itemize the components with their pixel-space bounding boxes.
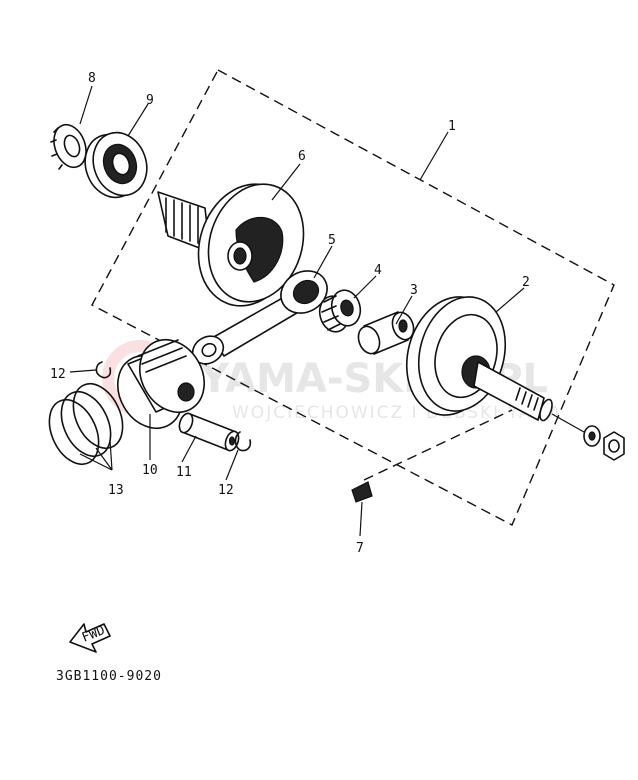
- part-6-crank-left: [157, 183, 305, 307]
- part-number-labels: 1 2 3 4 5 6 7 8 9 10 11 12 12 13: [50, 71, 530, 556]
- part-8-nut: [50, 123, 87, 170]
- part-4-needle-bearing: [318, 289, 362, 333]
- label-part-10: 10: [142, 463, 158, 478]
- label-part-2: 2: [522, 275, 530, 290]
- label-part-13: 13: [108, 483, 124, 498]
- crankshaft-assembly-boundary: [91, 69, 615, 526]
- label-part-11: 11: [176, 465, 192, 480]
- part-5-connecting-rod: [191, 270, 328, 365]
- leader-lines: [69, 85, 525, 537]
- part-10-piston: [117, 339, 205, 429]
- part-7-woodruff-key: [351, 481, 373, 503]
- part-12-circlip-right: [234, 431, 252, 452]
- part-9-bearing: [84, 131, 148, 199]
- part-2-crank-right: [405, 296, 553, 422]
- label-part-6: 6: [298, 149, 306, 164]
- part-11-piston-pin: [178, 412, 240, 452]
- key-alignment-line: [363, 409, 513, 481]
- label-part-4: 4: [374, 263, 382, 278]
- label-part-7: 7: [356, 541, 364, 556]
- shaft-axis-leader: [551, 413, 585, 433]
- right-washer: [583, 425, 601, 447]
- label-part-5: 5: [328, 233, 336, 248]
- label-part-9: 9: [146, 93, 154, 108]
- catalog-code: 3GB1100-9020: [56, 669, 162, 684]
- right-nut: [603, 431, 625, 461]
- label-part-3: 3: [410, 283, 418, 298]
- part-12-circlip-left: [95, 361, 112, 379]
- label-part-12-right: 12: [218, 483, 234, 498]
- label-part-12-left: 12: [50, 367, 66, 382]
- label-part-8: 8: [88, 71, 96, 86]
- watermark-subtitle: WOJCIECHOWICZ I DEBSKI YAMA: [232, 403, 563, 423]
- fwd-arrow: FWD: [69, 623, 111, 653]
- label-part-1: 1: [448, 119, 456, 134]
